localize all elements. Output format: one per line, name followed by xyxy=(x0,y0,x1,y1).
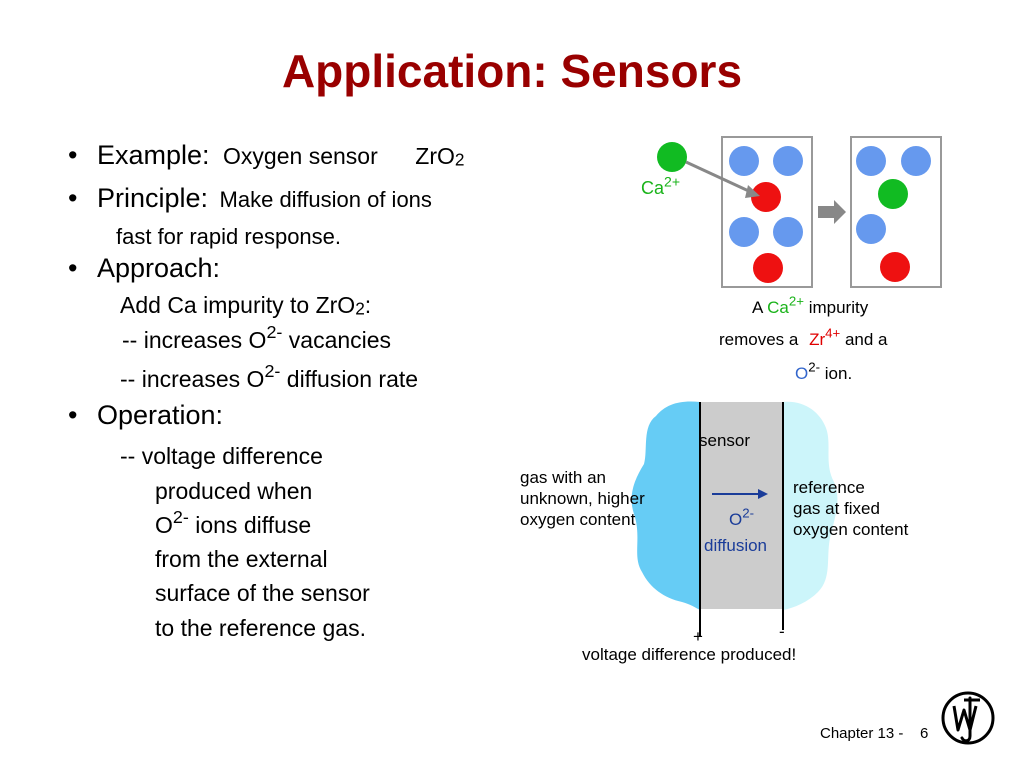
bullet-approach: • Approach: xyxy=(68,253,220,284)
bullet-dot: • xyxy=(68,400,78,430)
plus-terminal: + xyxy=(693,627,703,646)
principle-label: Principle: xyxy=(96,183,209,213)
principle-text: Make diffusion of ions xyxy=(219,187,432,212)
red-ion xyxy=(880,252,910,282)
blue-ion xyxy=(729,217,759,247)
voltage-caption: voltage difference produced! xyxy=(582,645,797,664)
ca-ion-label: Ca2+ xyxy=(641,173,681,198)
operation-line1: -- voltage difference xyxy=(120,443,323,469)
o2-ion-label: O2- xyxy=(729,505,755,529)
principle-line2: fast for rapid response. xyxy=(116,224,342,249)
sensor-diagram xyxy=(631,401,838,636)
gas-reference-region xyxy=(783,401,838,610)
operation-line4: from the external xyxy=(155,546,328,572)
approach-line3: -- increases O2- diffusion rate xyxy=(120,361,419,392)
bullet-operation: • Operation: xyxy=(68,400,223,431)
ca-ion-substituted xyxy=(878,179,908,209)
ca-arrow-head xyxy=(745,185,760,198)
blue-ion xyxy=(856,214,886,244)
approach-line2: -- increases O2- vacancies xyxy=(122,322,392,353)
operation-line5: surface of the sensor xyxy=(155,580,370,606)
blue-ion xyxy=(773,146,803,176)
diffusion-arrow-head xyxy=(758,489,768,499)
bullet-dot: • xyxy=(68,140,78,170)
blue-ion xyxy=(773,217,803,247)
blue-ion xyxy=(856,146,886,176)
ca-ion xyxy=(657,142,687,172)
lattice-caption-line1: A Ca2+ impurity xyxy=(752,293,869,317)
transform-arrow-icon xyxy=(818,200,846,224)
slide-title: Application: Sensors xyxy=(281,45,743,97)
gas-unknown-region xyxy=(631,401,700,610)
page-number: 6 xyxy=(920,725,929,742)
minus-terminal: - xyxy=(779,622,785,641)
operation-line2: produced when xyxy=(155,478,313,504)
lattice-caption-line3: O2- ion. xyxy=(795,359,853,383)
bullet-example: • Example: Oxygen sensor ZrO2 xyxy=(68,140,464,171)
approach-line1: Add Ca impurity to ZrO2: xyxy=(120,292,372,319)
publisher-logo-icon xyxy=(941,691,995,745)
red-ion xyxy=(751,182,781,212)
example-text: Oxygen sensor xyxy=(223,143,378,169)
sensor-label: sensor xyxy=(699,431,751,450)
operation-label: Operation: xyxy=(96,400,224,430)
blue-ion xyxy=(729,146,759,176)
gas-unknown-label: gas with an unknown, higher oxygen conte… xyxy=(520,468,645,529)
chapter-label: Chapter 13 - xyxy=(820,725,904,742)
ca-arrow-line xyxy=(685,160,754,195)
lattice-diagram xyxy=(657,136,942,288)
bullet-dot: • xyxy=(68,253,78,283)
blue-ion xyxy=(901,146,931,176)
bullet-dot: • xyxy=(68,183,78,213)
operation-line3: O2- ions diffuse xyxy=(155,507,312,538)
red-ion xyxy=(753,253,783,283)
example-label: Example: xyxy=(96,140,210,170)
lattice-caption-line2: removes a Zr4+ and a xyxy=(719,325,888,349)
diffusion-label: diffusion xyxy=(704,536,768,555)
approach-label: Approach: xyxy=(96,253,221,283)
sensor-body xyxy=(700,402,783,609)
operation-line6: to the reference gas. xyxy=(155,615,366,641)
gas-reference-label: reference gas at fixed oxygen content xyxy=(793,478,909,539)
example-formula: ZrO2 xyxy=(415,143,465,170)
bullet-principle: • Principle: Make diffusion of ions xyxy=(68,183,432,214)
